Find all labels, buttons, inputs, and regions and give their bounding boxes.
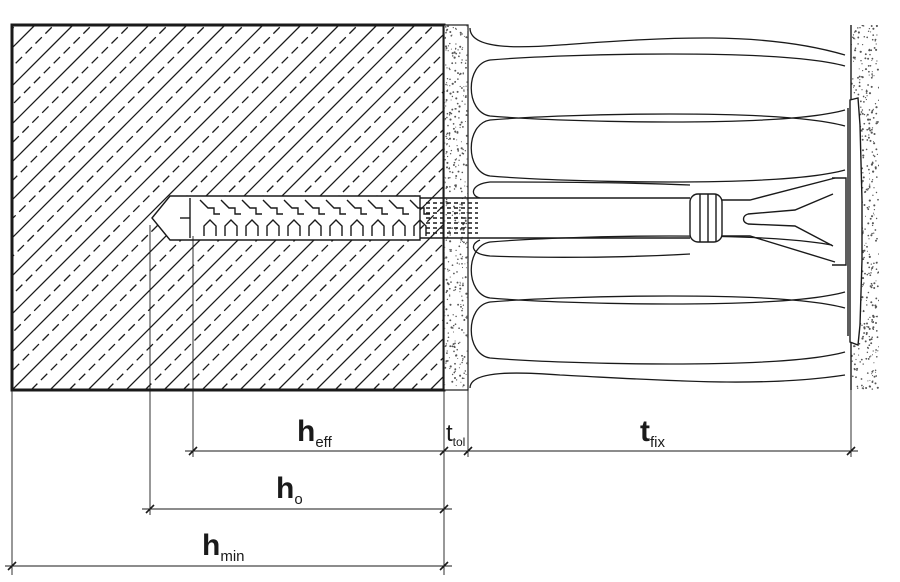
label-t-tol: ttol <box>446 420 465 449</box>
anchor-shaft <box>420 177 836 263</box>
label-h-eff: heff <box>297 415 333 451</box>
extension-lines <box>11 225 852 575</box>
render-layer <box>443 24 469 391</box>
anchor-plate <box>832 97 863 346</box>
dimension-lines <box>5 446 858 571</box>
label-t-fix: tfix <box>640 415 666 451</box>
label-h-o: ho <box>276 472 303 508</box>
insulation-layer <box>469 27 846 389</box>
dimension-labels: heff ttol tfix ho hmin <box>202 415 666 565</box>
anchor-sleeve <box>151 195 430 241</box>
label-h-min: hmin <box>202 529 245 565</box>
